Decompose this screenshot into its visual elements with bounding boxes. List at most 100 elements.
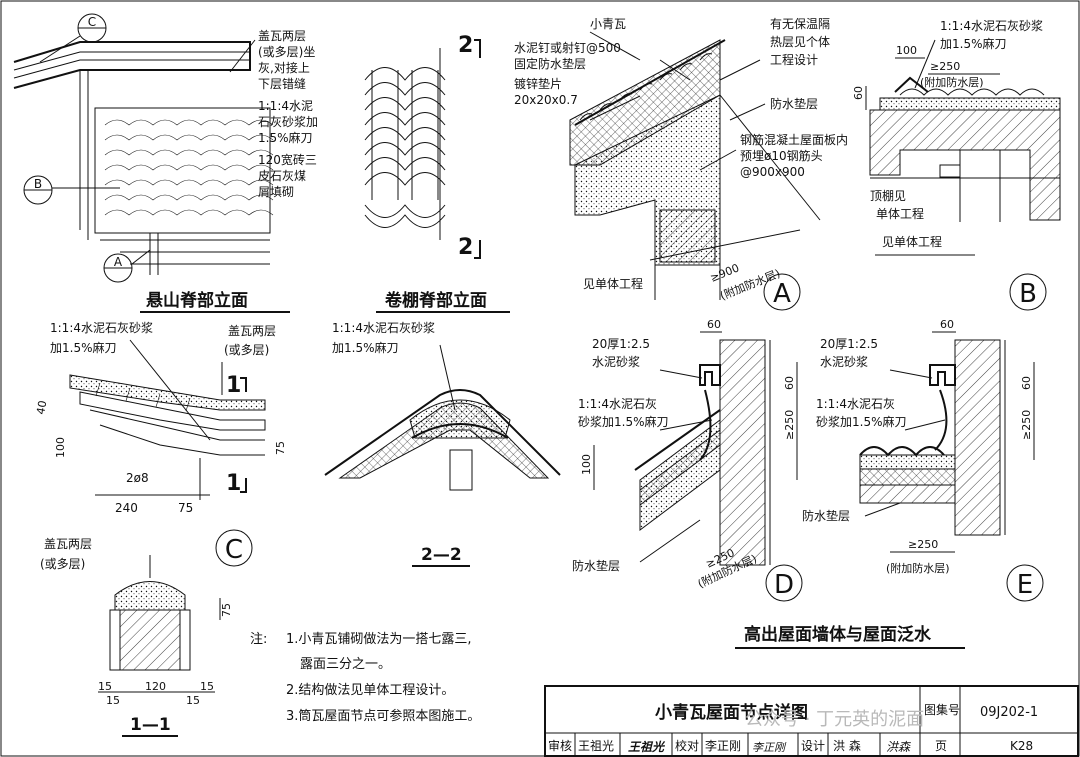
juanpeng-title: 卷棚脊部立面 bbox=[384, 290, 487, 311]
detail-a-note: 热层见个体 bbox=[770, 35, 830, 49]
review-label: 审核 bbox=[548, 738, 572, 753]
section-2-2: 1:1:4水泥石灰砂浆 加1.5%麻刀 2—2 bbox=[324, 320, 561, 567]
note-item: 3.筒瓦屋面节点可参照本图施工。 bbox=[286, 708, 480, 724]
xuanshan-note-line: 1:1:4水泥 bbox=[258, 99, 313, 113]
atlas-no-label: 图集号 bbox=[924, 702, 960, 717]
xuanshan-note-line: 盖瓦两层 bbox=[258, 29, 306, 43]
section-1-1-dim: 120 bbox=[145, 680, 166, 693]
detail-a-note: 预埋ø10钢筋头 bbox=[740, 148, 823, 163]
detail-b-dim-60: 60 bbox=[852, 86, 865, 100]
detail-e-dim: ≥250 bbox=[908, 538, 938, 551]
detail-c-dim: 100 bbox=[54, 437, 67, 458]
page-no: K28 bbox=[1010, 739, 1033, 753]
tag-c-text: C bbox=[88, 15, 96, 29]
detail-d-note: 1:1:4水泥石灰 bbox=[578, 397, 657, 411]
detail-b-note: 见单体工程 bbox=[882, 234, 942, 249]
detail-d: 20厚1:2.5 水泥砂浆 1:1:4水泥石灰 砂浆加1.5%麻刀 防水垫层 6… bbox=[572, 318, 803, 602]
reviewer-signature: 王祖光 bbox=[628, 740, 666, 754]
tag-a-text: A bbox=[114, 255, 123, 269]
section-1-1-note: (或多层) bbox=[40, 557, 85, 571]
detail-b-label: B bbox=[1019, 279, 1037, 309]
tag-b-text: B bbox=[34, 177, 42, 191]
detail-d-dim: 60 bbox=[707, 318, 721, 331]
title-block: 小青瓦屋面节点详图 图集号 09J202-1 审核 王祖光 王祖光 校对 李正刚… bbox=[544, 685, 1079, 757]
detail-a: 小青瓦 水泥钉或射钉@500 固定防水垫层 镀锌垫片 20x20x0.7 有无保… bbox=[514, 17, 848, 311]
detail-d-notes: 20厚1:2.5 水泥砂浆 1:1:4水泥石灰 砂浆加1.5%麻刀 防水垫层 bbox=[572, 337, 669, 573]
cut-mark-1-top: 1 bbox=[226, 373, 241, 398]
detail-e-label: E bbox=[1017, 570, 1033, 600]
sheet-title: 小青瓦屋面节点详图 bbox=[655, 702, 808, 723]
detail-a-slope-dim-line bbox=[719, 94, 821, 221]
section-2-2-note: 加1.5%麻刀 bbox=[332, 340, 399, 355]
detail-c-notes: 1:1:4水泥石灰砂浆 加1.5%麻刀 盖瓦两层 (或多层) 2ø8 bbox=[50, 320, 276, 485]
section-1-1-title: 1—1 bbox=[130, 715, 171, 735]
detail-c-dim: 75 bbox=[274, 441, 287, 455]
detail-b-dim-note: (附加防水层) bbox=[920, 75, 984, 89]
detail-a-note: 工程设计 bbox=[770, 52, 818, 67]
detail-b-dim-100: 100 bbox=[896, 44, 917, 57]
detail-e-dim: 60 bbox=[940, 318, 954, 331]
section-1-1-dim: 15 bbox=[106, 694, 120, 707]
section-2-2-notes: 1:1:4水泥石灰砂浆 加1.5%麻刀 bbox=[332, 320, 435, 355]
detail-a-note: @900x900 bbox=[740, 165, 805, 179]
watermark-text: 公众号 · 丁元英的泥面 bbox=[745, 709, 924, 730]
detail-c-note: (或多层) bbox=[224, 343, 269, 357]
section-1-1-dim: 15 bbox=[200, 680, 214, 693]
detail-c-dim: 240 bbox=[115, 501, 138, 515]
detail-b-note: 加1.5%麻刀 bbox=[940, 36, 1007, 51]
designer-signature: 洪森 bbox=[886, 740, 911, 754]
detail-c: 1:1:4水泥石灰砂浆 加1.5%麻刀 盖瓦两层 (或多层) 2ø8 40 10… bbox=[34, 320, 287, 567]
xuanshan-note-line: (或多层)坐 bbox=[258, 45, 315, 59]
cut-mark-2-top: 2 bbox=[458, 33, 473, 58]
detail-a-notes: 小青瓦 水泥钉或射钉@500 固定防水垫层 镀锌垫片 20x20x0.7 有无保… bbox=[514, 17, 848, 291]
xuanshan-note-line: 灰,对接上 bbox=[258, 60, 310, 75]
detail-e-notes: 20厚1:2.5 水泥砂浆 1:1:4水泥石灰 砂浆加1.5%麻刀 防水垫层 bbox=[802, 337, 907, 523]
xuanshan-note-line: 1.5%麻刀 bbox=[258, 130, 313, 145]
detail-c-note: 1:1:4水泥石灰砂浆 bbox=[50, 320, 153, 335]
reviewer-name: 王祖光 bbox=[578, 738, 614, 753]
xuanshan-note-line: 皮石灰煤 bbox=[258, 169, 306, 183]
detail-d-note: 防水垫层 bbox=[572, 558, 620, 573]
page-label: 页 bbox=[935, 739, 947, 753]
note-item: 露面三分之一。 bbox=[300, 657, 391, 672]
detail-d-note: 砂浆加1.5%麻刀 bbox=[578, 414, 669, 429]
detail-c-dim: 75 bbox=[178, 501, 193, 515]
section-2-2-title: 2—2 bbox=[421, 545, 462, 565]
detail-a-note: 镀锌垫片 bbox=[514, 76, 562, 91]
section-1-1-dim: 15 bbox=[98, 680, 112, 693]
checker-signature: 李正刚 bbox=[752, 741, 787, 754]
detail-a-note: 水泥钉或射钉@500 bbox=[514, 40, 621, 55]
detail-d-dim: ≥250 bbox=[783, 410, 796, 440]
designer-name: 洪 森 bbox=[833, 738, 861, 753]
detail-e-label-circle bbox=[1006, 564, 1044, 602]
detail-e-note: 水泥砂浆 bbox=[820, 354, 868, 369]
section-1-1-dim: 15 bbox=[186, 694, 200, 707]
atlas-no: 09J202-1 bbox=[980, 705, 1038, 720]
xuanshan-title: 悬山脊部立面 bbox=[146, 290, 248, 311]
detail-c-note: 加1.5%麻刀 bbox=[50, 340, 117, 355]
xuanshan-note-line: 屑填砌 bbox=[258, 185, 294, 199]
xuanshan-note-line: 石灰砂浆加 bbox=[258, 114, 318, 129]
detail-a-note: 防水垫层 bbox=[770, 96, 818, 111]
detail-b-note: 单体工程 bbox=[876, 206, 924, 221]
xuanshan-notes: 盖瓦两层 (或多层)坐 灰,对接上 下层错缝 1:1:4水泥 石灰砂浆加 1.5… bbox=[258, 29, 318, 199]
detail-e-note: 20厚1:2.5 bbox=[820, 337, 878, 351]
detail-a-note: 钢筋混凝土屋面板内 bbox=[740, 132, 848, 147]
note-item: 1.小青瓦铺砌做法为一搭七露三, bbox=[286, 631, 472, 647]
detail-e: 20厚1:2.5 水泥砂浆 1:1:4水泥石灰 砂浆加1.5%麻刀 防水垫层 6… bbox=[802, 318, 1044, 602]
detail-b-dim-250: ≥250 bbox=[930, 60, 960, 73]
detail-c-note: 盖瓦两层 bbox=[228, 324, 276, 338]
xuanshan-note-line: 下层错缝 bbox=[258, 76, 306, 91]
detail-c-label: C bbox=[225, 535, 243, 565]
design-label: 设计 bbox=[801, 739, 825, 753]
detail-b-label-circle bbox=[1009, 273, 1047, 311]
checker-name: 李正刚 bbox=[705, 738, 741, 753]
detail-d-dim: 100 bbox=[580, 454, 593, 475]
general-notes: 注: 1.小青瓦铺砌做法为一搭七露三, 露面三分之一。 2.结构做法见单体工程设… bbox=[250, 631, 480, 724]
detail-a-note: 固定防水垫层 bbox=[514, 56, 586, 71]
detail-b: 1:1:4水泥石灰砂浆 加1.5%麻刀 顶棚见 单体工程 见单体工程 100 ≥… bbox=[852, 18, 1061, 311]
detail-a-note: 20x20x0.7 bbox=[514, 93, 578, 107]
detail-e-dim: 60 bbox=[1020, 376, 1033, 390]
